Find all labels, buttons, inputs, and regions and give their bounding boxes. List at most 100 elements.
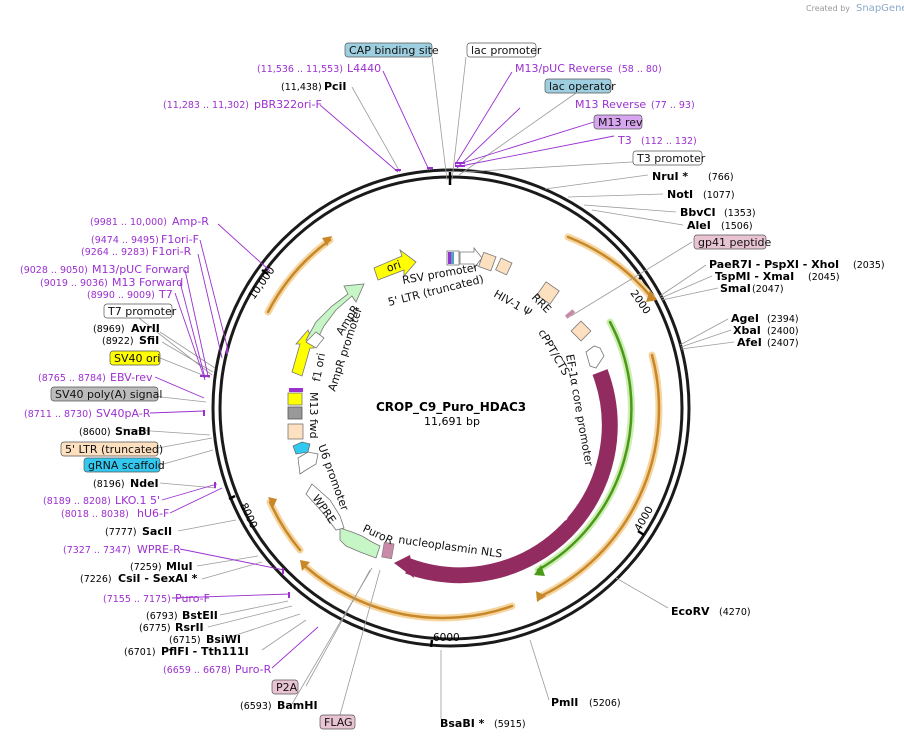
svg-text:BamHI: BamHI: [277, 699, 318, 712]
primer-name: pBR322ori-F: [254, 98, 322, 111]
m13-rev-tag: M13 rev: [593, 114, 643, 130]
svg-text:NotI: NotI: [667, 188, 693, 201]
gp41-mark: [564, 309, 576, 319]
svg-text:TspMI - XmaI: TspMI - XmaI: [715, 270, 794, 283]
svg-text:AfeI: AfeI: [737, 336, 762, 349]
orf-arcs: [264, 233, 663, 622]
sv40-polya-feature: [287, 406, 303, 420]
svg-text:(6593): (6593): [240, 701, 272, 712]
svg-text:SfiI: SfiI: [139, 334, 159, 347]
svg-text:5' LTR (truncated): 5' LTR (truncated): [65, 443, 163, 456]
rsv-blue-mark: [451, 252, 454, 264]
backbone-outer-ring: [211, 168, 691, 648]
primer-range: (7155 .. 7175): [103, 594, 171, 605]
rre-feature: [536, 281, 560, 305]
ltr5-tag: 5' LTR (truncated): [60, 441, 163, 457]
sv40-ori-feature: [287, 392, 303, 406]
tick-label-6000: 6000: [433, 632, 460, 644]
primer-range: (77 .. 93): [651, 100, 695, 111]
primer-name: Puro-R: [235, 663, 272, 676]
p2a-tag: P2A: [271, 679, 299, 695]
svg-text:lac promoter: lac promoter: [471, 44, 542, 57]
primer-name: Puro-F: [175, 592, 210, 605]
rsv-primer-mark: [448, 252, 451, 264]
sv40-primer-mark: [289, 388, 303, 392]
lac-operator-tag: lac operator: [544, 78, 616, 94]
svg-text:(2394): (2394): [767, 314, 799, 325]
primer-name: M13 Forward: [112, 276, 183, 289]
svg-text:SV40 ori: SV40 ori: [114, 352, 160, 365]
ltr5-feature: [478, 251, 497, 272]
svg-text:SnaBI: SnaBI: [115, 425, 151, 438]
primer-range: (9981 .. 10,000): [90, 217, 167, 228]
svg-text:AleI: AleI: [687, 219, 711, 232]
primer-range: (9028 .. 9050): [20, 265, 88, 276]
svg-text:(6715): (6715): [169, 635, 201, 646]
svg-text:(6793): (6793): [146, 611, 178, 622]
svg-text:BsaBI *: BsaBI *: [440, 717, 485, 730]
f1ori-label: f1 ori: [310, 352, 328, 383]
svg-text:T7 promoter: T7 promoter: [107, 305, 177, 318]
svg-text:BbvCI: BbvCI: [680, 206, 716, 219]
svg-text:(2035): (2035): [853, 260, 885, 271]
svg-text:(7226): (7226): [80, 574, 112, 585]
svg-text:M13 rev: M13 rev: [598, 116, 643, 129]
primer-range: (11,283 .. 11,302): [163, 100, 249, 111]
ori-label: ori: [385, 258, 403, 275]
primer-range: (8018 .. 8038): [61, 509, 129, 520]
sv40-polya-tag: SV40 poly(A) signal: [50, 386, 162, 402]
svg-text:EcoRV: EcoRV: [671, 605, 710, 618]
svg-text:gRNA scaffold: gRNA scaffold: [88, 459, 165, 472]
t7-promoter-tag: T7 promoter: [103, 303, 177, 319]
primer-name: M13/pUC Forward: [92, 263, 190, 276]
primer-name: L4440: [347, 62, 381, 75]
primer-range: (6659 .. 6678): [163, 665, 231, 676]
plasmid-name: CROP_C9_Puro_HDAC3: [376, 400, 526, 415]
primer-labels: (11,536 .. 11,553) L4440 (11,283 .. 11,3…: [20, 62, 697, 676]
primer-name: M13/pUC Reverse: [515, 62, 613, 75]
svg-text:(7259): (7259): [130, 562, 162, 573]
svg-text:MluI: MluI: [166, 560, 193, 573]
svg-text:PaeR7I - PspXI - XhoI: PaeR7I - PspXI - XhoI: [709, 258, 839, 271]
svg-text:CsiI - SexAI *: CsiI - SexAI *: [118, 572, 198, 585]
svg-text:(8600): (8600): [79, 427, 111, 438]
primer-name: T3: [617, 134, 632, 147]
svg-text:NdeI: NdeI: [130, 477, 159, 490]
svg-text:(2047): (2047): [752, 284, 784, 295]
svg-text:PmlI: PmlI: [551, 696, 578, 709]
svg-text:(6775): (6775): [139, 623, 171, 634]
logo-brand: SnapGene: [856, 3, 904, 14]
primer-range: (9019 .. 9036): [40, 278, 108, 289]
svg-text:SV40 poly(A) signal: SV40 poly(A) signal: [55, 388, 162, 401]
hiv-psi-feature: [495, 257, 513, 276]
svg-text:(2407): (2407): [767, 338, 799, 349]
logo-created-by: Created by: [806, 4, 850, 13]
primer-name: F1ori-R: [152, 245, 192, 258]
nls-feature: [381, 541, 395, 560]
svg-text:(8922): (8922): [102, 336, 134, 347]
svg-text:(2045): (2045): [808, 272, 840, 283]
primer-name: EBV-rev: [110, 371, 153, 384]
ori-feature: [373, 248, 417, 281]
svg-text:T3 promoter: T3 promoter: [636, 152, 706, 165]
gp41-peptide-tag: gp41 peptide: [693, 234, 772, 250]
nls-label: nucleoplasmin NLS: [398, 533, 503, 560]
green-orf-arrowhead: [534, 565, 545, 576]
svg-text:AgeI: AgeI: [731, 312, 759, 325]
puror-feature: [339, 527, 381, 559]
primer-marks: [200, 162, 465, 598]
primer-range: (8189 .. 8208): [43, 496, 111, 507]
m13fwd-label: M13 fwd: [307, 392, 320, 439]
ampr-feature: [305, 283, 365, 343]
svg-text:XbaI: XbaI: [733, 324, 761, 337]
plasmid-length: 11,691 bp: [424, 415, 480, 428]
svg-text:AvrII: AvrII: [131, 322, 160, 335]
svg-text:RsrII: RsrII: [175, 621, 204, 634]
u6-promoter-feature: [297, 451, 319, 475]
svg-text:PciI: PciI: [324, 80, 346, 93]
tick-label-8000: 8000: [237, 501, 259, 530]
svg-text:PflFI - Tth111I: PflFI - Tth111I: [161, 645, 249, 658]
lac-promoter-tag: lac promoter: [466, 42, 542, 58]
primer-range: (9264 .. 9283): [81, 247, 149, 258]
svg-text:(1077): (1077): [703, 190, 735, 201]
